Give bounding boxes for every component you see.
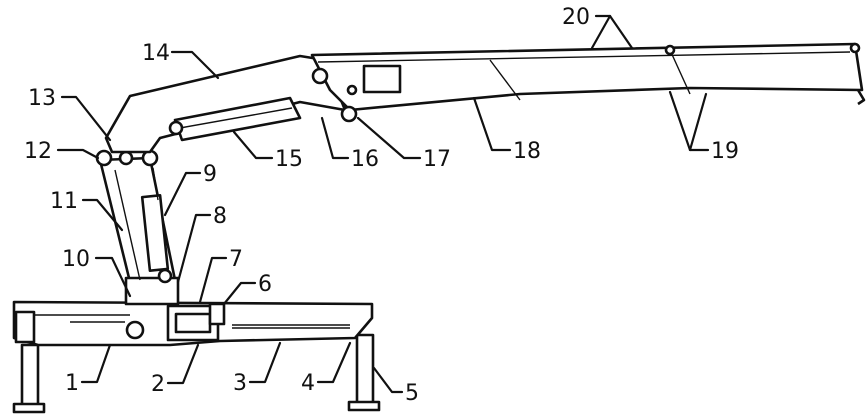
part-labels: 1 2 3 4 5 6 7 8 9 10 11 12 13 14 15 16 1… <box>24 5 739 406</box>
label-1: 1 <box>65 371 79 396</box>
outer-boom <box>310 42 866 123</box>
label-13: 13 <box>28 86 56 111</box>
label-4: 4 <box>301 371 315 396</box>
slewing-cylinder <box>140 193 170 273</box>
column-top-pin-mid <box>118 150 134 166</box>
outrigger-legs <box>12 333 381 414</box>
column-base <box>124 276 180 306</box>
label-5: 5 <box>405 381 419 406</box>
tip-pin <box>849 42 861 54</box>
label-14: 14 <box>142 41 170 66</box>
label-2: 2 <box>151 372 165 397</box>
inner-boom <box>104 54 347 154</box>
leader-lines <box>56 14 710 394</box>
extension-pin <box>664 44 676 56</box>
label-6: 6 <box>258 272 272 297</box>
label-15: 15 <box>275 147 303 172</box>
base-end-cap <box>14 310 36 344</box>
label-9: 9 <box>203 162 217 187</box>
outer-boom-pin <box>311 67 329 85</box>
base-frame <box>12 300 374 347</box>
label-16: 16 <box>351 147 379 172</box>
lower-cylinder-pin <box>157 268 173 284</box>
link-pin <box>340 105 358 123</box>
right-outrigger-leg <box>355 333 375 407</box>
label-19: 19 <box>711 139 739 164</box>
left-outrigger-leg <box>20 343 40 409</box>
label-20: 20 <box>562 5 590 30</box>
link-plate <box>362 64 402 94</box>
label-10: 10 <box>62 247 90 272</box>
hook <box>856 89 866 106</box>
label-7: 7 <box>229 247 243 272</box>
valve <box>208 302 226 326</box>
hydraulic-block-inner <box>174 312 212 334</box>
base-pivot-pin <box>125 320 145 340</box>
label-11: 11 <box>50 189 78 214</box>
label-12: 12 <box>24 139 52 164</box>
left-outrigger-foot <box>12 402 46 414</box>
label-17: 17 <box>423 147 451 172</box>
column <box>95 149 180 306</box>
label-3: 3 <box>233 371 247 396</box>
label-8: 8 <box>213 204 227 229</box>
inner-cylinder-pin <box>168 120 184 136</box>
inner-boom-body <box>104 54 347 154</box>
label-18: 18 <box>513 139 541 164</box>
right-outrigger-foot <box>347 400 381 412</box>
link-small-pin <box>346 84 358 96</box>
